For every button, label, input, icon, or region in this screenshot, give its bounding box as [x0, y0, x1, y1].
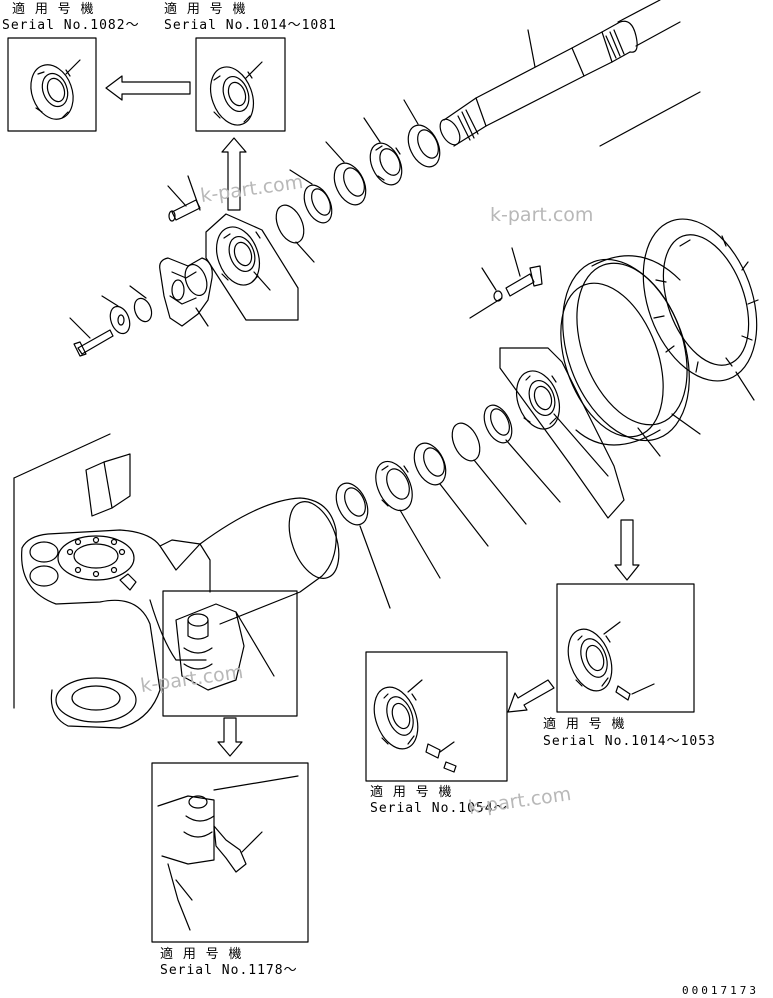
arrow-up-icon — [222, 138, 246, 210]
o-ring-small — [130, 286, 155, 324]
bolt-lower — [70, 318, 113, 356]
spacer-ring-upper — [290, 170, 337, 227]
bolt-right — [506, 248, 542, 296]
housing-detail-with-fitting — [158, 776, 298, 930]
washer-right — [482, 268, 502, 301]
inset-frame-top-left — [8, 38, 96, 131]
spacer-ring-lower — [479, 401, 560, 502]
arrow-down-left-icon — [508, 680, 554, 712]
seal-ring-upper — [326, 142, 372, 210]
watermark-text: k-part.com — [490, 204, 594, 226]
serial-range-top-left: Serial No.1082～ — [2, 18, 140, 33]
bolt-upper — [168, 186, 200, 221]
seal-ring-lower — [408, 438, 488, 546]
bearing-cup-lower — [330, 478, 390, 608]
serial-range-bottom: Serial No.1178～ — [160, 963, 298, 978]
serial-range-top-middle: Serial No.1014～1081 — [164, 18, 337, 33]
seal-flange-part-a — [24, 59, 81, 125]
seal-with-bolts — [366, 680, 456, 772]
inset-title-top-left: 適 用 号 機 — [12, 2, 95, 17]
inset-frame-bottom — [152, 763, 308, 942]
bearing-cup-upper — [402, 100, 446, 172]
detail-frame-axle — [163, 591, 297, 716]
drawing-number: 00017173 — [682, 984, 759, 997]
arrow-down-icon-bottom — [218, 718, 242, 756]
drum-housing — [539, 242, 712, 458]
leader-line — [188, 176, 200, 210]
o-ring-upper — [271, 201, 314, 262]
seal-flange-part-b — [203, 61, 262, 131]
seal-panel — [500, 348, 624, 518]
inset-frame-top-middle — [196, 38, 285, 131]
retainer-flange-panel — [206, 214, 298, 320]
seal-with-grease-fitting — [560, 622, 654, 700]
inset-frame-middle — [366, 652, 507, 781]
leader-line — [470, 298, 502, 318]
inset-title-top-middle: 適 用 号 機 — [164, 2, 247, 17]
drive-shaft — [436, 0, 700, 148]
serial-range-right: Serial No.1014～1053 — [543, 734, 716, 749]
inset-title-bottom: 適 用 号 機 — [160, 947, 243, 962]
axle-housing — [14, 434, 348, 728]
arrow-left-icon — [106, 76, 190, 100]
washer — [102, 296, 133, 336]
inset-frame-right — [557, 584, 694, 712]
arrow-down-icon-right — [615, 520, 639, 580]
bearing-cone-lower — [369, 456, 440, 578]
inset-title-right: 適 用 号 機 — [543, 717, 626, 732]
bearing-cone-upper — [364, 118, 408, 190]
yoke — [160, 258, 213, 326]
hub-ring-gear — [622, 203, 773, 400]
serial-range-middle: Serial No.1054～ — [370, 801, 508, 816]
inset-title-middle: 適 用 号 機 — [370, 785, 453, 800]
o-ring-lower — [447, 419, 526, 524]
